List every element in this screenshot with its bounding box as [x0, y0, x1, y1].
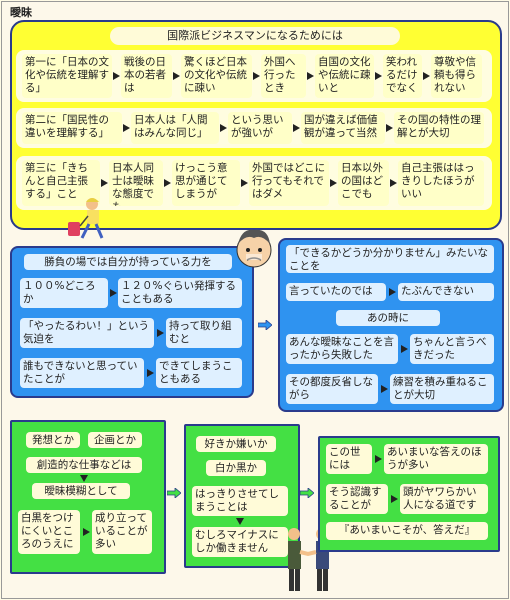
mid-right-box-6: ちゃんと言うべきだった: [410, 334, 494, 364]
arrow-right-icon: [300, 488, 314, 498]
arrow-down-icon: [236, 518, 244, 525]
bottom-right-box-4: 頭がヤワらかい人になる道です: [400, 484, 488, 514]
bottom-right-box-5: 『あいまいこそが、答えだ』: [326, 522, 488, 540]
mid-right-box-7: その都度反省しながら: [286, 374, 378, 404]
arrow-right-icon: [173, 72, 180, 80]
top-row-2-box-2: 日本人は「人間はみんな同じ」: [131, 112, 219, 144]
arrow-right-icon: [401, 345, 408, 353]
top-row-2-box-5: その国の特性の理解とが大切: [394, 112, 484, 144]
bottom-mid-box-4: むしろマイナスにしか働きません: [192, 527, 288, 557]
bottom-mid-box-3: はっきりさせてしまうことは: [192, 486, 288, 516]
mid-left-box-3: 「やったるわい！」という気迫を: [20, 318, 154, 348]
arrow-right-icon: [123, 124, 130, 132]
bottom-right-box-1: この世には: [326, 444, 372, 474]
top-row-1-box-1: 第一に「日本の文化や伝統を理解する」: [22, 54, 112, 98]
mid-left-box-5: 誰もできないと思っていたことが: [20, 358, 144, 388]
mid-right-box-8: 練習を積み重ねることが大切: [390, 374, 494, 404]
top-row-1-box-4: 外国へ行ったとき: [261, 54, 306, 98]
top-row-2-box-3: という思いが強いが: [228, 112, 292, 144]
mid-right-box-4: あの時に: [336, 310, 440, 326]
top-panel-title: 国際派ビジネスマンになるためには: [110, 27, 400, 45]
arrow-right-icon: [330, 179, 337, 187]
mid-left-header: 勝負の場では自分が持っている力を: [24, 254, 232, 270]
bottom-right-box-3: そう認識することが: [326, 484, 388, 514]
arrow-right-icon: [389, 288, 396, 296]
arrow-right-icon: [423, 72, 430, 80]
arrow-right-icon: [391, 495, 398, 503]
bottom-left-box-1: 発想とか: [26, 432, 80, 448]
arrow-right-icon: [253, 72, 260, 80]
bottom-mid-box-2: 白か黒か: [206, 460, 266, 476]
arrow-right-icon: [307, 72, 314, 80]
top-row-3-box-1: 第三に「きちんと自己主張する」こと: [22, 160, 100, 206]
bottom-right-box-2: あいまいな答えのほうが多い: [384, 444, 488, 474]
arrow-down-icon: [80, 475, 88, 482]
arrow-right-icon: [375, 455, 382, 463]
arrow-right-icon: [110, 289, 117, 297]
arrow-right-icon: [167, 488, 181, 498]
bottom-left-box-4: 曖昧模糊として: [32, 483, 130, 499]
mid-left-box-6: できてしまうこともある: [156, 358, 242, 388]
mid-left-box-4: 持って取り組むと: [166, 318, 242, 348]
arrow-right-icon: [258, 320, 272, 330]
arrow-right-icon: [147, 369, 154, 377]
top-row-1-box-5: 自国の文化や伝統に疎いと: [315, 54, 374, 98]
top-row-2-box-1: 第二に「国民性の違いを理解する」: [22, 112, 122, 144]
arrow-right-icon: [293, 124, 300, 132]
bottom-left-box-2: 企画とか: [88, 432, 142, 448]
mid-right-box-1: 「できるかどうか分かりません」みたいなことを: [286, 245, 494, 273]
page-title: 曖昧: [10, 6, 32, 19]
top-row-3-box-3: けっこう意思が通じてしまうが: [172, 160, 240, 206]
arrow-right-icon: [241, 179, 248, 187]
arrow-right-icon: [220, 124, 227, 132]
arrow-right-icon: [83, 528, 90, 536]
arrow-right-icon: [101, 179, 108, 187]
bottom-left-box-5: 白黒をつけにくいところのうえに: [18, 510, 80, 554]
arrow-right-icon: [386, 124, 393, 132]
top-row-1-box-3: 驚くほど日本の文化や伝統に疎い: [181, 54, 252, 98]
top-row-1-box-7: 尊敬や信頼も得られない: [431, 54, 482, 98]
top-row-3-box-5: 日本以外の国はどこでも: [338, 160, 389, 206]
traveler-illustration: [68, 198, 104, 239]
arrow-right-icon: [164, 179, 171, 187]
arrow-right-icon: [390, 179, 397, 187]
mid-left-box-1: １００%どころか: [20, 278, 108, 308]
worried-face-illustration: [236, 229, 272, 268]
top-row-1-box-6: 笑われるだけでなく: [383, 54, 422, 98]
bottom-left-box-3: 創造的な仕事などは: [26, 457, 142, 473]
top-row-3-box-6: 自己主張ははっきりしたほうがいい: [398, 160, 484, 206]
bottom-left-box-6: 成り立っていることが多い: [92, 510, 152, 554]
top-row-1-box-2: 戦後の日本の若者は: [121, 54, 172, 98]
mid-right-box-2: 言っていたのでは: [286, 283, 386, 301]
mid-right-box-3: たぶんできない: [398, 283, 494, 301]
arrow-right-icon: [113, 72, 120, 80]
bottom-mid-box-1: 好きか嫌いか: [196, 436, 276, 452]
top-row-3-box-2: 日本人同士は曖昧な態度でも: [109, 160, 163, 206]
arrow-right-icon: [375, 72, 382, 80]
top-row-3-box-4: 外国ではどこに行ってもそれではダメ: [249, 160, 329, 206]
arrow-right-icon: [381, 385, 388, 393]
arrow-right-icon: [157, 329, 164, 337]
mid-right-box-5: あんな曖昧なことを言ったから失敗した: [286, 334, 398, 364]
top-row-2-box-4: 国が違えば価値観が違って当然: [301, 112, 385, 144]
mid-left-box-2: １２０%ぐらい発揮することもある: [118, 278, 242, 308]
